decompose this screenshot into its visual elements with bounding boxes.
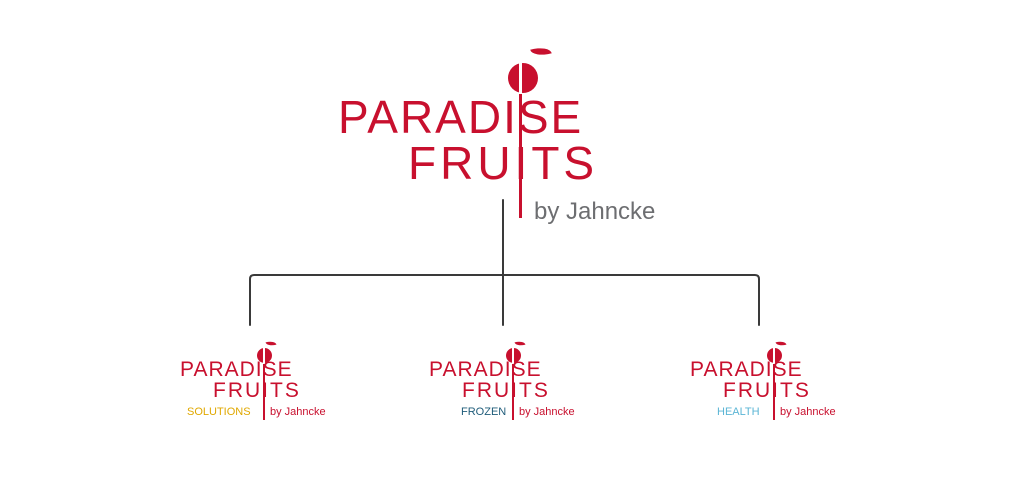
health-division-label: HEALTH (717, 406, 760, 418)
health-byline: by Jahncke (780, 406, 836, 418)
frozen-fruit-split (512, 348, 514, 364)
solutions-division-label: SOLUTIONS (187, 406, 251, 418)
frozen-stem (512, 364, 514, 420)
main-fruit-split (519, 63, 522, 94)
main-fruit-icon (508, 63, 538, 93)
frozen-line1: PARADISE (429, 358, 542, 381)
main-logo-line1-text: PARADISE (338, 91, 584, 143)
solutions-byline: by Jahncke (270, 406, 326, 418)
main-logo: PARADISE FRUITS by Jahncke (0, 0, 1024, 240)
solutions-line2: FRUITS (213, 379, 301, 402)
frozen-division-label: FROZEN (461, 406, 507, 418)
health-line1: PARADISE (690, 358, 803, 381)
branch-bar (249, 274, 760, 326)
main-logo-line2: FRUITS (408, 139, 600, 187)
main-byline: by Jahncke (534, 198, 656, 225)
health-leaf-icon (775, 339, 787, 348)
health-fruit-split (773, 348, 775, 364)
main-stem (519, 94, 522, 218)
frozen-byline: by Jahncke (519, 406, 575, 418)
solutions-stem (263, 364, 265, 420)
frozen-line2: FRUITS (462, 379, 550, 402)
main-logo-line1: PARADISE (338, 93, 600, 141)
solutions-line1: PARADISE (180, 358, 293, 381)
health-line2: FRUITS (723, 379, 811, 402)
health-stem (773, 364, 775, 420)
main-logo-line2-text: FRUITS (408, 137, 599, 189)
solutions-fruit-split (263, 348, 265, 364)
